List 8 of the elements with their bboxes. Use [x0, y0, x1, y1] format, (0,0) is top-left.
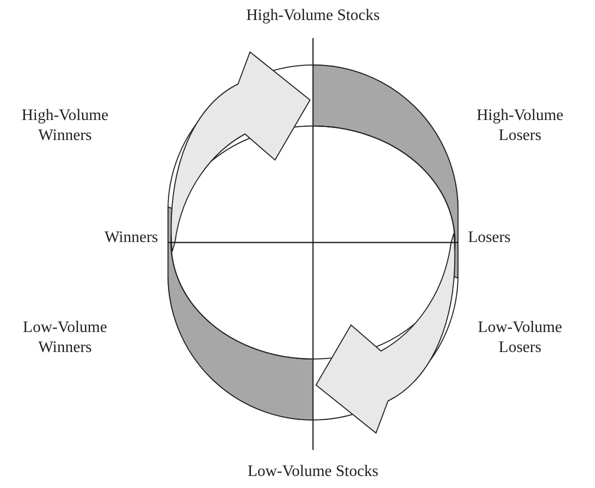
axis-label: Losers — [468, 228, 512, 248]
axis-label: Low-Volume Winners — [22, 318, 108, 358]
axis-label: High-Volume Losers — [476, 106, 564, 146]
axis-label: Low-Volume Losers — [476, 318, 564, 358]
axis-label: Winners — [103, 228, 158, 248]
axis-label: Low-Volume Stocks — [246, 462, 380, 482]
axis-label: High-Volume Stocks — [245, 6, 381, 26]
axis-label: High-Volume Winners — [20, 106, 110, 146]
